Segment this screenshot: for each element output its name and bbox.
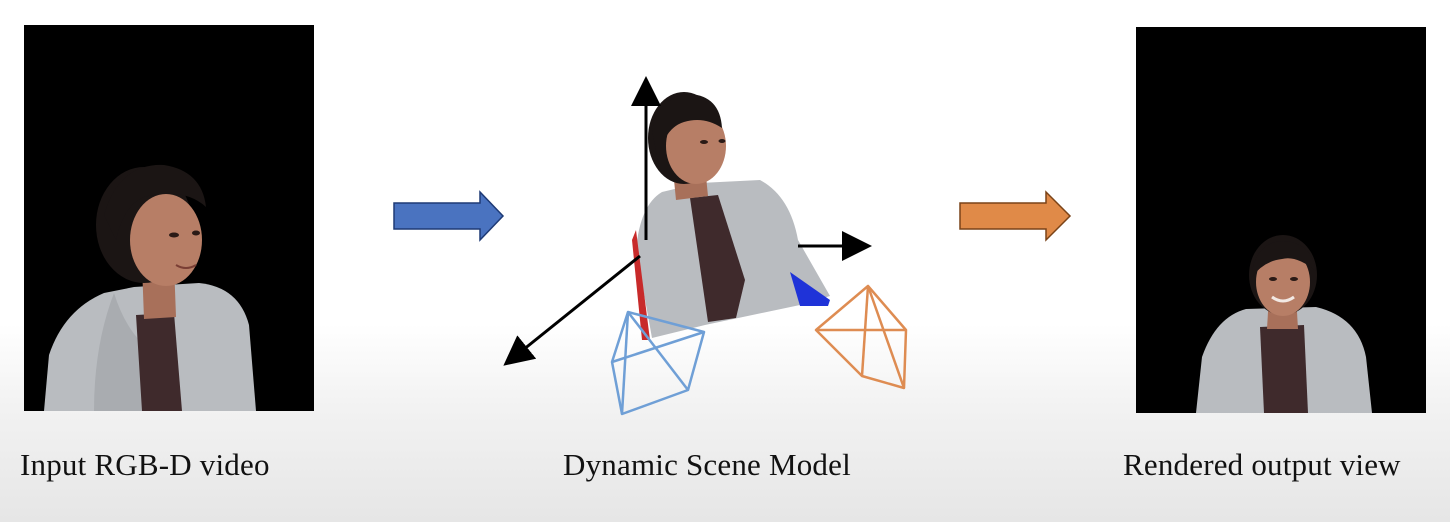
caption-output: Rendered output view [1123,447,1401,482]
rendered-output-frame [1136,27,1426,413]
caption-input: Input RGB-D video [20,447,270,482]
caption-model: Dynamic Scene Model [563,447,851,482]
camera-frustum-icon-orange [814,284,908,390]
coordinate-axes [503,76,872,366]
flow-arrow-orange [959,190,1072,242]
axis-z-arrow [503,254,641,366]
person-output-figure [1196,235,1372,413]
camera-frustum-icon-blue [610,310,706,416]
input-video-frame [24,25,314,411]
person-input-figure [44,164,256,411]
flow-arrow-blue [393,190,505,242]
scene-model-figure [632,92,830,340]
